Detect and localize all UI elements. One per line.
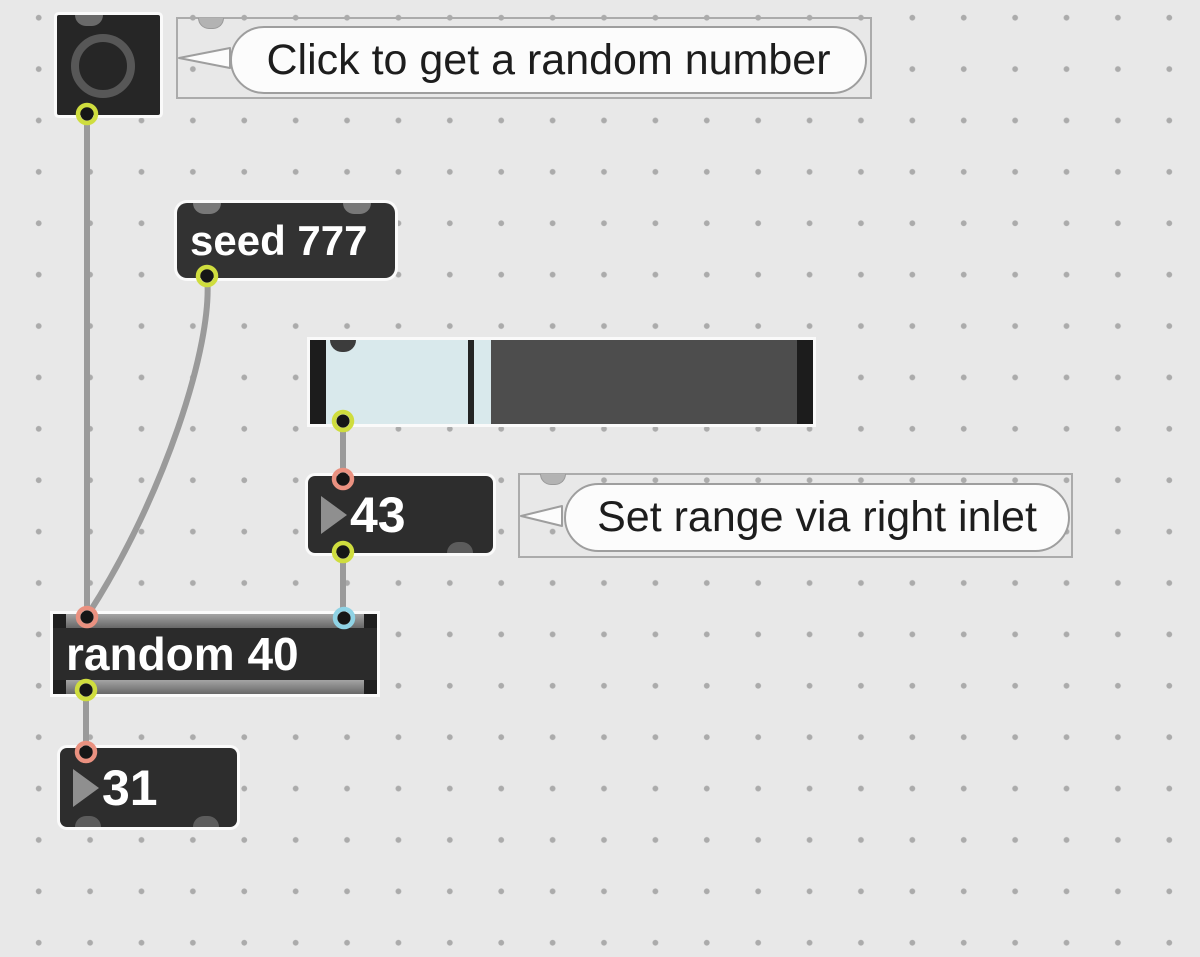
outlet-ring	[195, 264, 219, 288]
outlet-notch	[447, 542, 473, 553]
comment-bubble[interactable]: Set range via right inlet	[564, 483, 1070, 552]
outlet-strip	[53, 680, 377, 694]
number-value: 31	[102, 759, 158, 816]
inlet-ring	[331, 467, 355, 491]
cord-plug	[80, 610, 94, 624]
inlet-ring	[75, 605, 99, 629]
object-text: random 40	[66, 628, 299, 680]
inlet-notch	[75, 15, 103, 26]
comment-box-click: Click to get a random number	[176, 17, 872, 99]
number-triangle-icon	[73, 768, 99, 807]
slider-knob[interactable]	[468, 340, 474, 424]
message-text: seed 777	[190, 216, 368, 264]
strip-cap	[364, 614, 377, 628]
cord-plug	[79, 683, 93, 697]
message-box-seed[interactable]: seed 777	[177, 203, 395, 278]
outlet-ring	[75, 102, 99, 126]
comment-box-range: Set range via right inlet	[518, 473, 1073, 558]
object-box-random[interactable]: random 40	[53, 614, 377, 694]
cord-plug	[200, 269, 214, 283]
outlet-notch	[75, 816, 101, 827]
comment-bubble[interactable]: Click to get a random number	[230, 26, 867, 94]
inlet-ring	[74, 740, 98, 764]
cord-plug	[80, 107, 94, 121]
comment-text: Set range via right inlet	[597, 493, 1037, 541]
inlet-ring	[332, 606, 356, 630]
strip-cap	[364, 680, 377, 694]
strip-cap	[53, 680, 66, 694]
cord-plug	[79, 745, 93, 759]
outlet-ring	[74, 678, 98, 702]
slider-right-cap	[797, 340, 813, 424]
comment-tail-icon	[520, 505, 563, 527]
outlet-notch	[193, 816, 219, 827]
patch-cord-seed-to-random[interactable]	[86, 273, 211, 616]
bang-button[interactable]	[57, 15, 160, 115]
horizontal-slider[interactable]	[310, 340, 813, 424]
inlet-notch	[343, 203, 371, 214]
bang-circle-icon	[71, 34, 135, 98]
slider-left-cap	[310, 340, 326, 424]
cord-plug	[336, 414, 350, 428]
slider-unfilled-track	[491, 340, 797, 424]
comment-text: Click to get a random number	[266, 35, 831, 84]
inlet-notch	[330, 340, 356, 352]
outlet-ring	[331, 540, 355, 564]
strip-cap	[53, 614, 66, 628]
outlet-ring	[331, 409, 355, 433]
number-triangle-icon	[321, 495, 347, 534]
comment-tail-icon	[178, 47, 231, 69]
cord-plug	[336, 472, 350, 486]
inlet-strip	[53, 614, 377, 628]
cord-plug	[337, 611, 351, 625]
number-value: 43	[350, 486, 406, 543]
cord-plug	[336, 545, 350, 559]
inlet-notch	[193, 203, 221, 214]
